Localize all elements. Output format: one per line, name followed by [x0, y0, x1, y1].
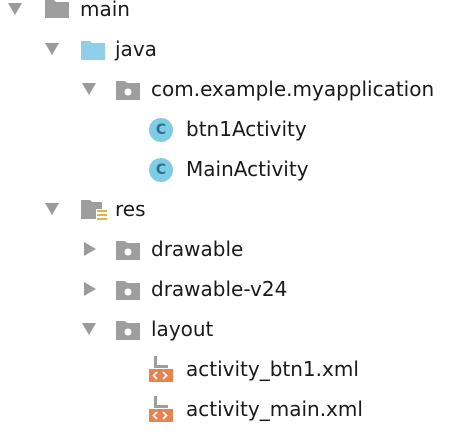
- chevron-down-icon[interactable]: [45, 43, 59, 55]
- tree-item-res[interactable]: res: [0, 189, 460, 229]
- folder-icon: [115, 319, 141, 345]
- tree-item-activity-main-xml[interactable]: activity_main.xml: [0, 389, 460, 429]
- folder-icon: [115, 239, 141, 265]
- chevron-right-icon[interactable]: [84, 242, 96, 256]
- tree-item-label: drawable-v24: [151, 277, 288, 301]
- chevron-down-icon[interactable]: [45, 203, 59, 215]
- chevron-down-icon[interactable]: [82, 323, 96, 335]
- layout-xml-icon: [148, 355, 176, 387]
- class-icon: C: [149, 158, 173, 182]
- chevron-down-icon[interactable]: [8, 3, 22, 15]
- class-icon: C: [149, 118, 173, 142]
- tree-item-label: java: [115, 37, 157, 61]
- tree-item-activity-btn1-xml[interactable]: activity_btn1.xml: [0, 349, 460, 389]
- tree-item-drawable[interactable]: drawable: [0, 229, 460, 269]
- tree-item-label: btn1Activity: [186, 117, 307, 141]
- tree-item-label: MainActivity: [186, 157, 309, 181]
- tree-item-label: res: [115, 197, 146, 221]
- tree-item-label: activity_main.xml: [186, 397, 363, 421]
- tree-item-label: com.example.myapplication: [151, 77, 435, 101]
- tree-item-label: drawable: [151, 237, 244, 261]
- tree-item-btn1activity[interactable]: C btn1Activity: [0, 109, 460, 149]
- folder-icon: [115, 279, 141, 305]
- resource-folder-icon: [80, 197, 110, 227]
- tree-item-label: main: [80, 0, 130, 21]
- tree-item-layout[interactable]: layout: [0, 309, 460, 349]
- folder-icon: [44, 0, 70, 23]
- chevron-right-icon[interactable]: [84, 282, 96, 296]
- tree-item-drawable-v24[interactable]: drawable-v24: [0, 269, 460, 309]
- tree-item-package[interactable]: com.example.myapplication: [0, 69, 460, 109]
- tree-item-mainactivity[interactable]: C MainActivity: [0, 149, 460, 189]
- tree-item-java[interactable]: java: [0, 29, 460, 69]
- tree-item-main[interactable]: main: [0, 0, 460, 29]
- tree-item-label: activity_btn1.xml: [186, 357, 359, 381]
- tree-item-label: layout: [151, 317, 214, 341]
- chevron-down-icon[interactable]: [82, 83, 96, 95]
- package-icon: [115, 79, 141, 105]
- layout-xml-icon: [148, 395, 176, 427]
- source-folder-icon: [80, 39, 106, 65]
